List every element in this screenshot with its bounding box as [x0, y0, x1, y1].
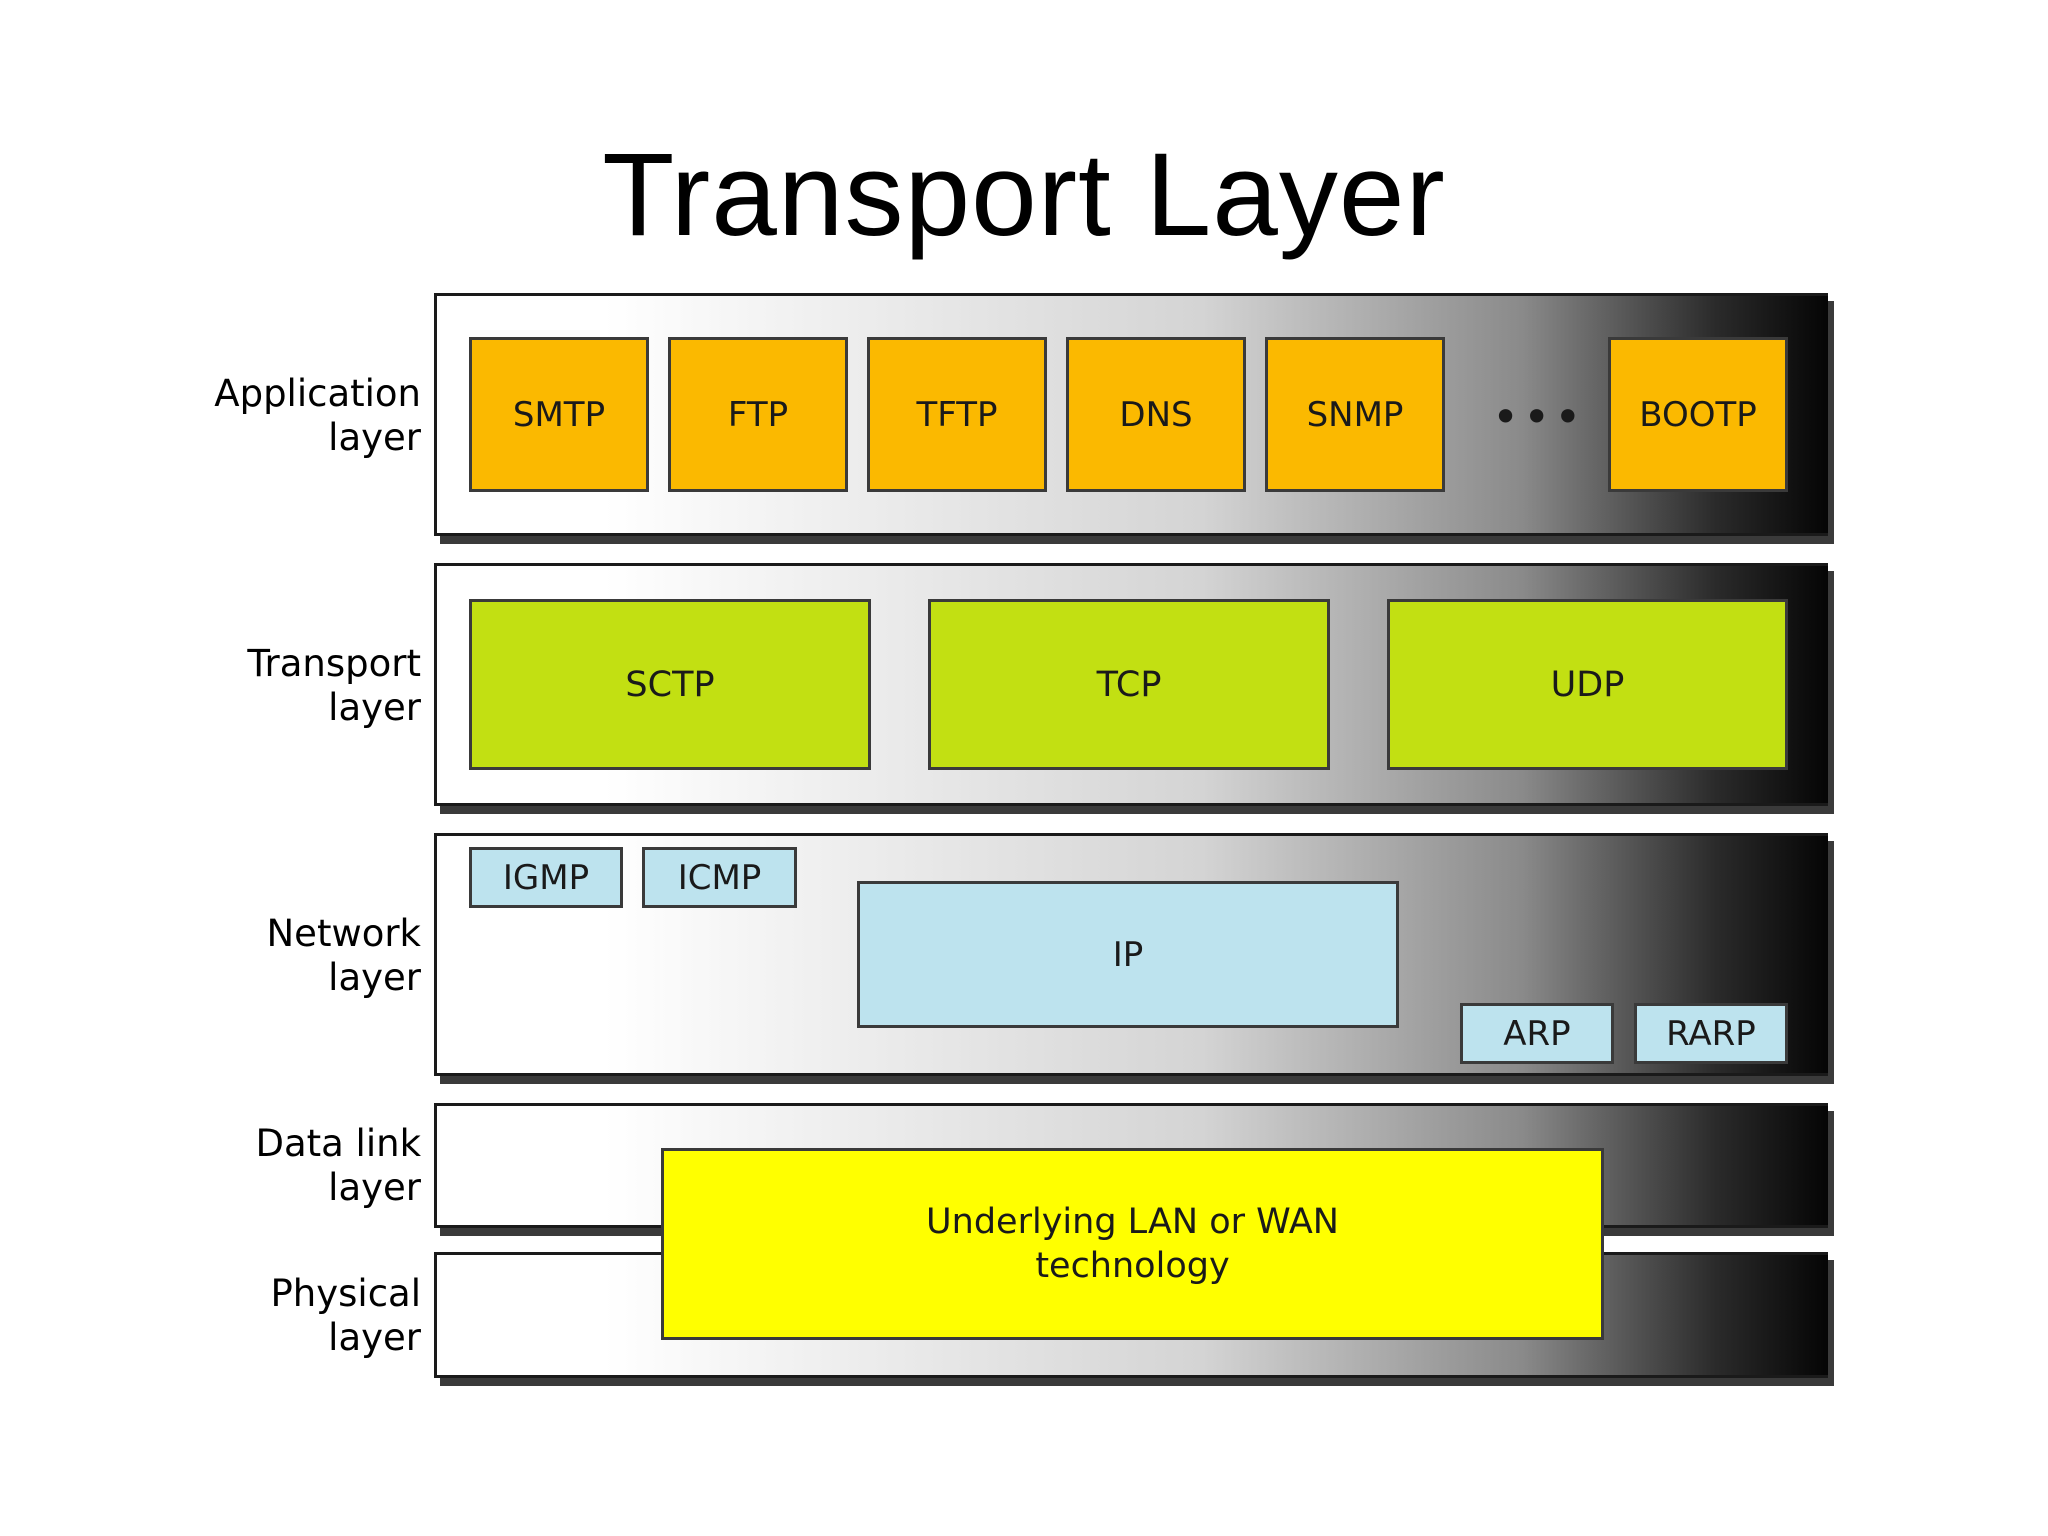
protocol-icmp: ICMP	[642, 847, 797, 908]
protocol-dns: DNS	[1066, 337, 1246, 492]
slide-title: Transport Layer	[602, 129, 1446, 261]
protocol-sctp: SCTP	[469, 599, 871, 770]
protocol-igmp: IGMP	[469, 847, 623, 908]
protocol-ftp: FTP	[668, 337, 848, 492]
label-application-layer: Application layer	[214, 372, 421, 459]
label-physical-layer: Physical layer	[270, 1272, 421, 1359]
protocol-snmp: SNMP	[1265, 337, 1445, 492]
protocol-smtp: SMTP	[469, 337, 649, 492]
label-network-layer: Network layer	[266, 912, 422, 999]
ellipsis: •••	[1492, 390, 1586, 444]
label-datalink-layer: Data link layer	[255, 1122, 421, 1209]
protocol-rarp: RARP	[1634, 1003, 1788, 1064]
protocol-ip: IP	[857, 881, 1399, 1028]
protocol-arp: ARP	[1460, 1003, 1614, 1064]
underlying-lan-wan-technology: Underlying LAN or WAN technology	[661, 1148, 1604, 1340]
label-transport-layer: Transport layer	[247, 642, 421, 729]
protocol-udp: UDP	[1387, 599, 1788, 770]
protocol-tcp: TCP	[928, 599, 1330, 770]
protocol-tftp: TFTP	[867, 337, 1047, 492]
protocol-bootp: BOOTP	[1608, 337, 1788, 492]
